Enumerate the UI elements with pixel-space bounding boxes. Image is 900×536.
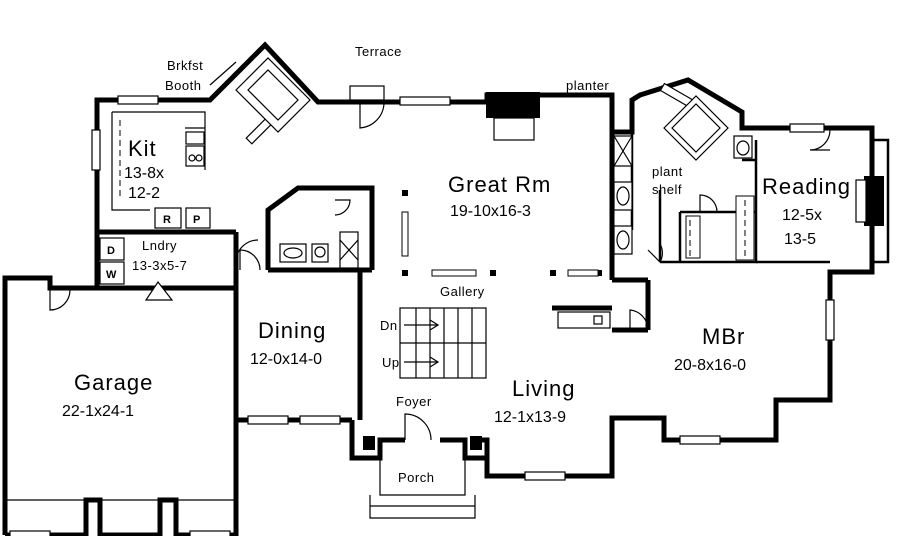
label-gallery: Gallery bbox=[440, 284, 485, 299]
garage-details bbox=[5, 280, 236, 501]
label-reading-dim2: 13-5 bbox=[784, 231, 816, 248]
label-terrace: Terrace bbox=[355, 44, 402, 59]
label-kit-r: R bbox=[163, 214, 171, 226]
label-kit-dim1: 13-8x bbox=[124, 165, 164, 182]
label-reading-dim1: 12-5x bbox=[782, 207, 822, 224]
label-laundry-dim: 13-3x5-7 bbox=[132, 258, 187, 273]
label-garage: Garage bbox=[74, 370, 153, 395]
mbr-built-in bbox=[557, 311, 611, 329]
bath-fixtures bbox=[279, 95, 755, 269]
fireplaces bbox=[486, 92, 884, 226]
label-garage-dim: 22-1x24-1 bbox=[62, 403, 134, 420]
label-living-dim: 12-1x13-9 bbox=[494, 409, 566, 426]
breakfast-booth bbox=[209, 57, 311, 133]
label-plant: plant bbox=[652, 164, 683, 179]
label-brkfst: Brkfst bbox=[167, 58, 203, 73]
label-mbr-dim: 20-8x16-0 bbox=[674, 357, 746, 374]
stairs bbox=[399, 307, 487, 379]
label-laundry: Lndry bbox=[142, 238, 177, 253]
kitchen-fixtures bbox=[99, 111, 211, 285]
room-labels: Terrace Brkfst Booth planter Kit 13-8x 1… bbox=[62, 44, 851, 485]
label-reading: Reading bbox=[762, 174, 851, 199]
porch-steps bbox=[369, 458, 476, 519]
label-stairs-up: Up bbox=[382, 355, 400, 370]
label-laundry-w: W bbox=[106, 269, 117, 281]
label-foyer: Foyer bbox=[396, 394, 432, 409]
label-booth: Booth bbox=[165, 78, 201, 93]
label-dining: Dining bbox=[258, 318, 326, 343]
label-dining-dim: 12-0x14-0 bbox=[250, 351, 322, 368]
label-great-rm-dim: 19-10x16-3 bbox=[450, 203, 531, 220]
doors bbox=[49, 85, 831, 441]
label-kit-dim2: 12-2 bbox=[128, 185, 160, 202]
label-kit-p: P bbox=[193, 214, 200, 226]
windows bbox=[9, 82, 835, 536]
label-kit: Kit bbox=[128, 136, 157, 161]
columns-rails bbox=[363, 190, 602, 450]
label-great-rm: Great Rm bbox=[448, 172, 551, 197]
label-living: Living bbox=[512, 376, 575, 401]
label-stairs-dn: Dn bbox=[380, 318, 398, 333]
label-porch: Porch bbox=[398, 470, 434, 485]
label-mbr: MBr bbox=[702, 324, 745, 349]
label-laundry-d: D bbox=[107, 245, 115, 257]
label-planter: planter bbox=[566, 78, 609, 93]
label-shelf: shelf bbox=[652, 182, 682, 197]
